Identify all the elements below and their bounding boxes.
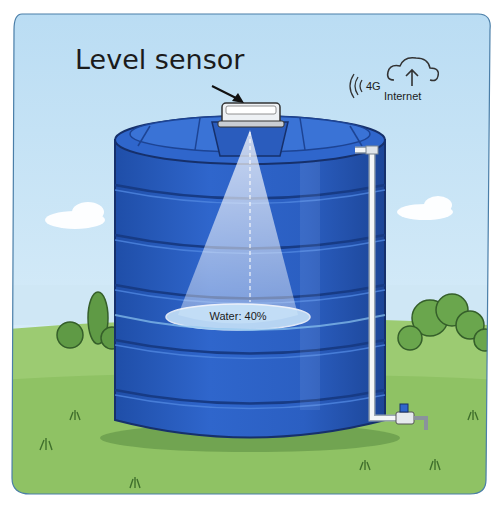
level-readout: Water: 40% (209, 310, 266, 323)
signal-label: 4G (366, 80, 381, 93)
part-label: Level sensor (75, 44, 244, 76)
cloud-label: Internet (384, 90, 421, 103)
